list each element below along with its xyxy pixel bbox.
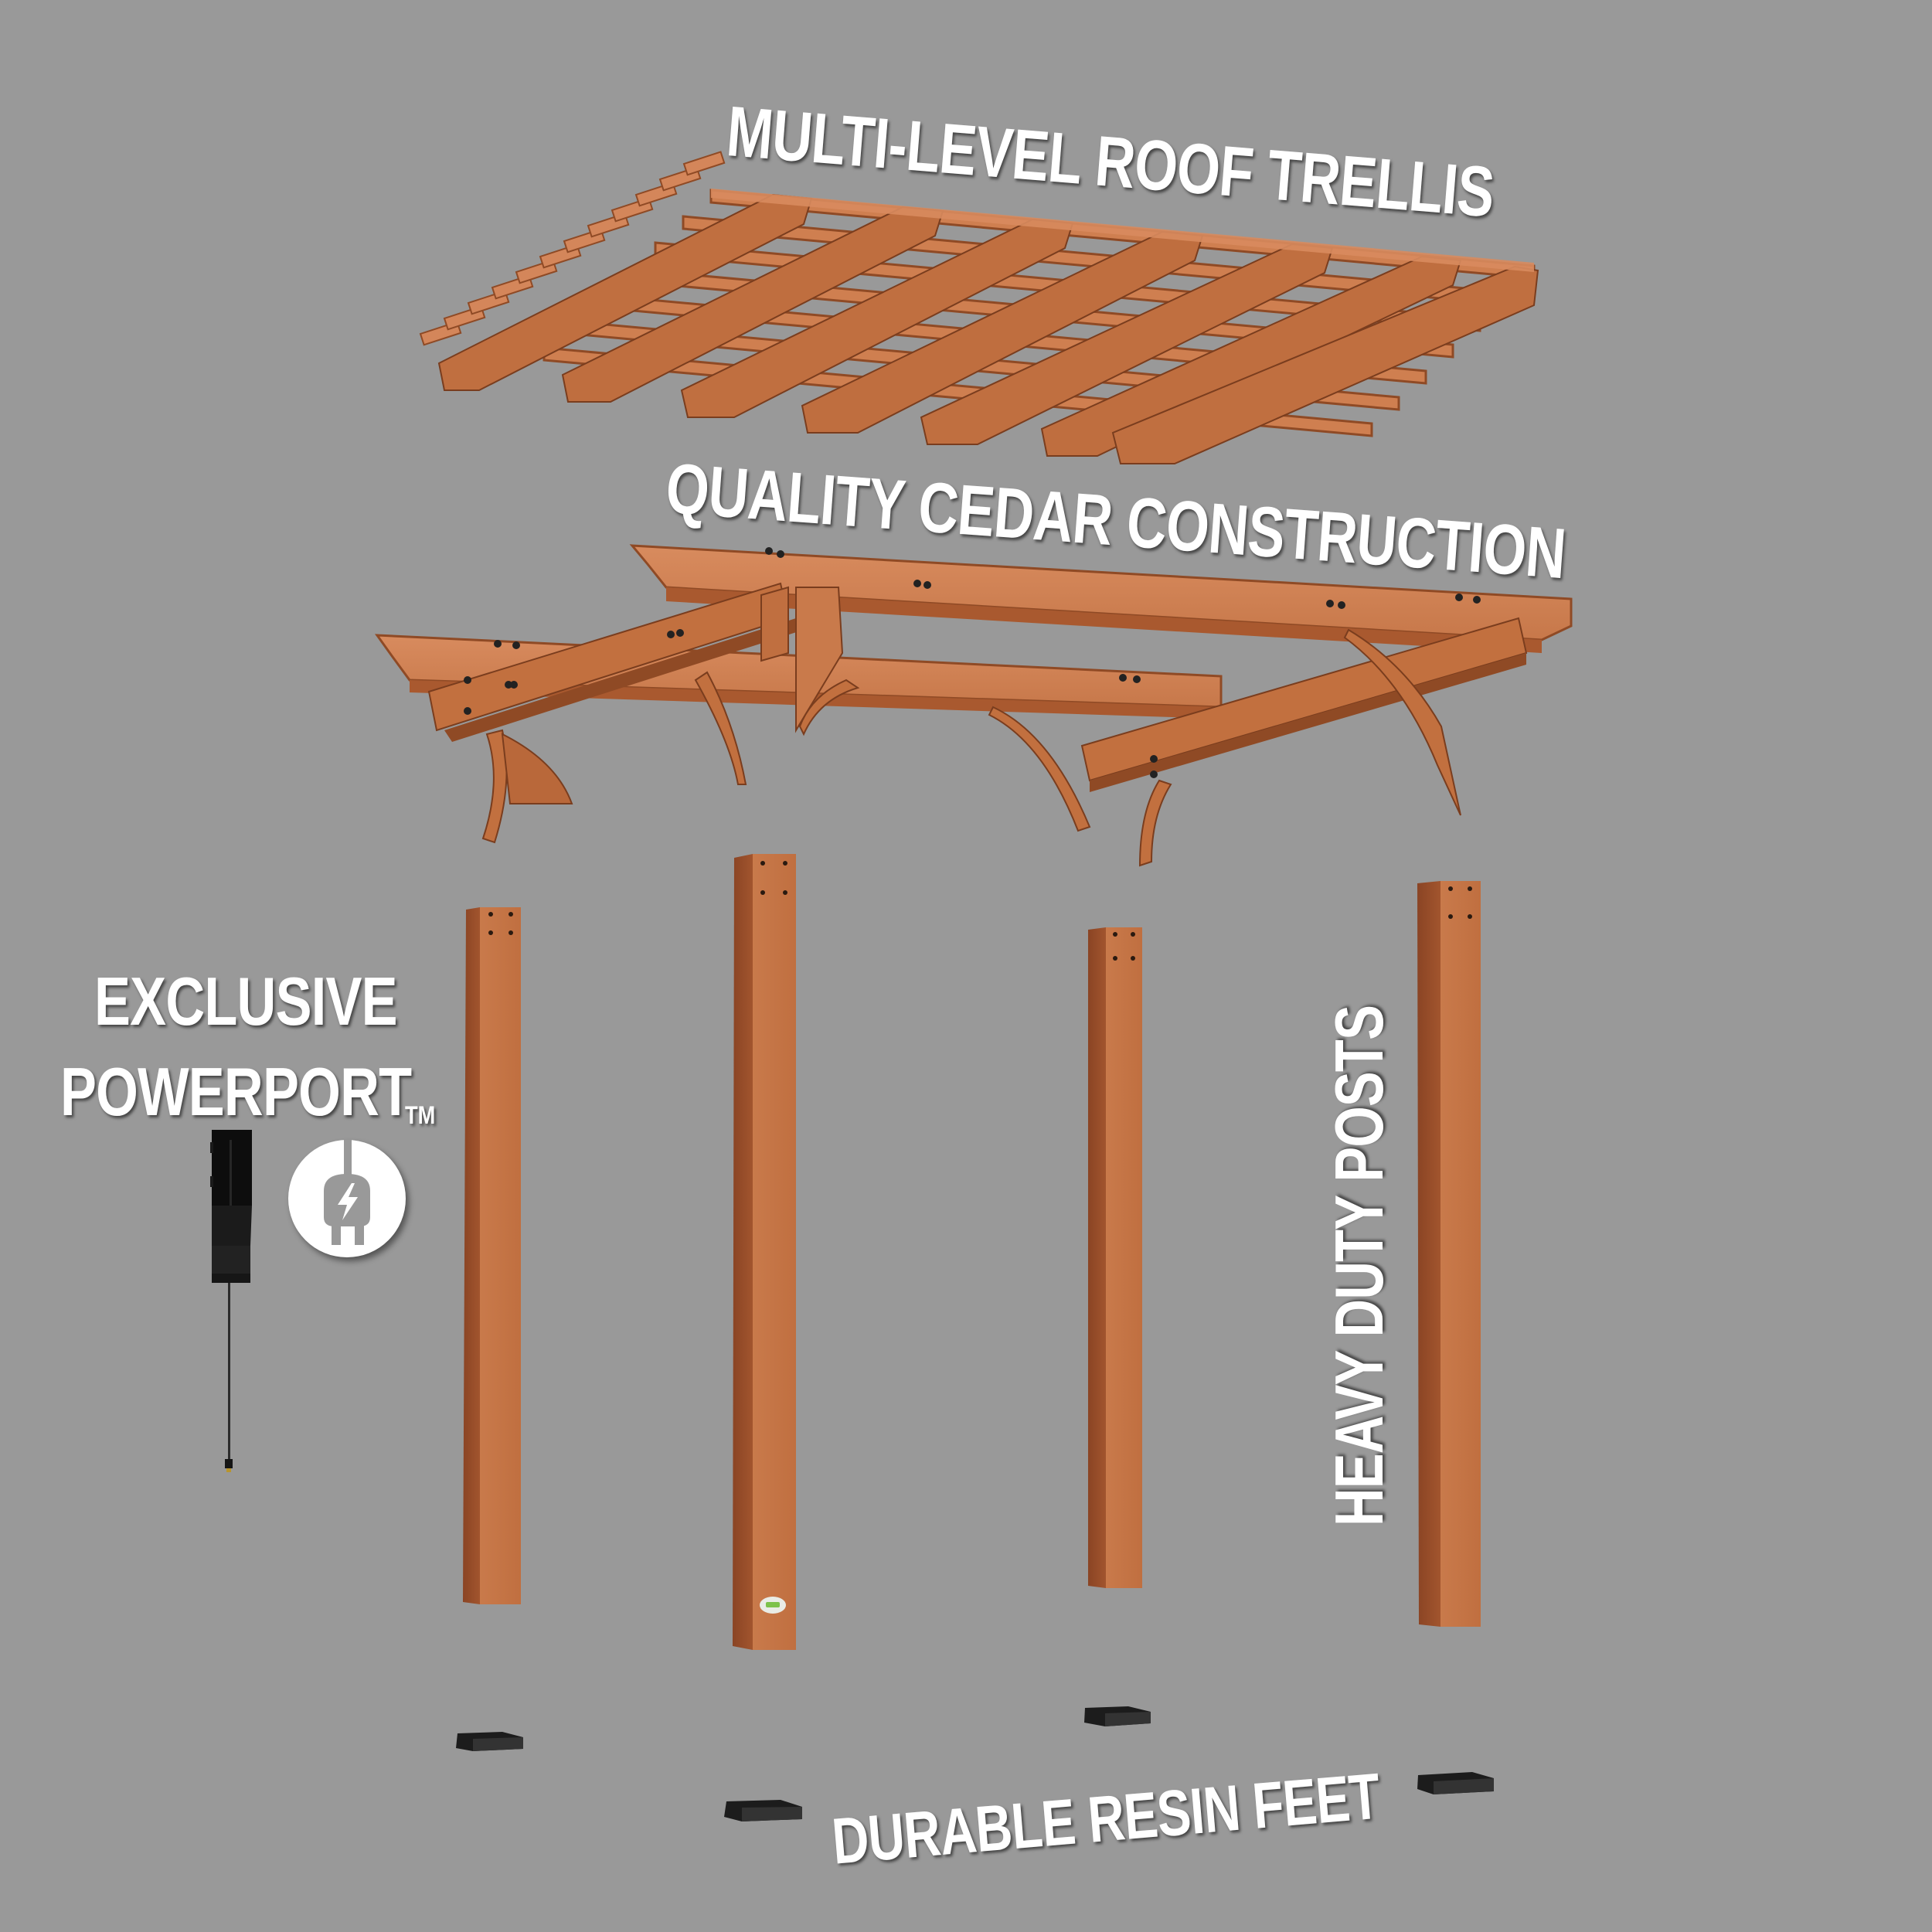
foot-3 (1084, 1706, 1151, 1726)
plug-lightning-icon (288, 1140, 406, 1257)
brand-badge-logo (766, 1602, 780, 1607)
brand-badge (760, 1597, 786, 1614)
callout-powerport-line2: POWERPORT (60, 1053, 412, 1130)
trademark-mark: TM (405, 1101, 436, 1129)
cedar-frame (374, 544, 1573, 867)
heavy-duty-posts (463, 854, 1481, 1650)
resin-feet (456, 1706, 1494, 1821)
callout-heavy-duty-posts: HEAVY DUTY POSTS (1321, 1005, 1397, 1526)
roof-trellis (419, 151, 1539, 464)
post-4 (1417, 881, 1481, 1627)
foot-4 (1417, 1772, 1494, 1794)
post-1 (463, 907, 521, 1604)
powerport-outlet (210, 1130, 252, 1472)
callout-powerport-line1: EXCLUSIVE (94, 963, 398, 1039)
post-3 (1088, 927, 1142, 1588)
foot-1 (456, 1732, 523, 1751)
foot-2 (724, 1800, 802, 1821)
post-2 (733, 854, 796, 1650)
